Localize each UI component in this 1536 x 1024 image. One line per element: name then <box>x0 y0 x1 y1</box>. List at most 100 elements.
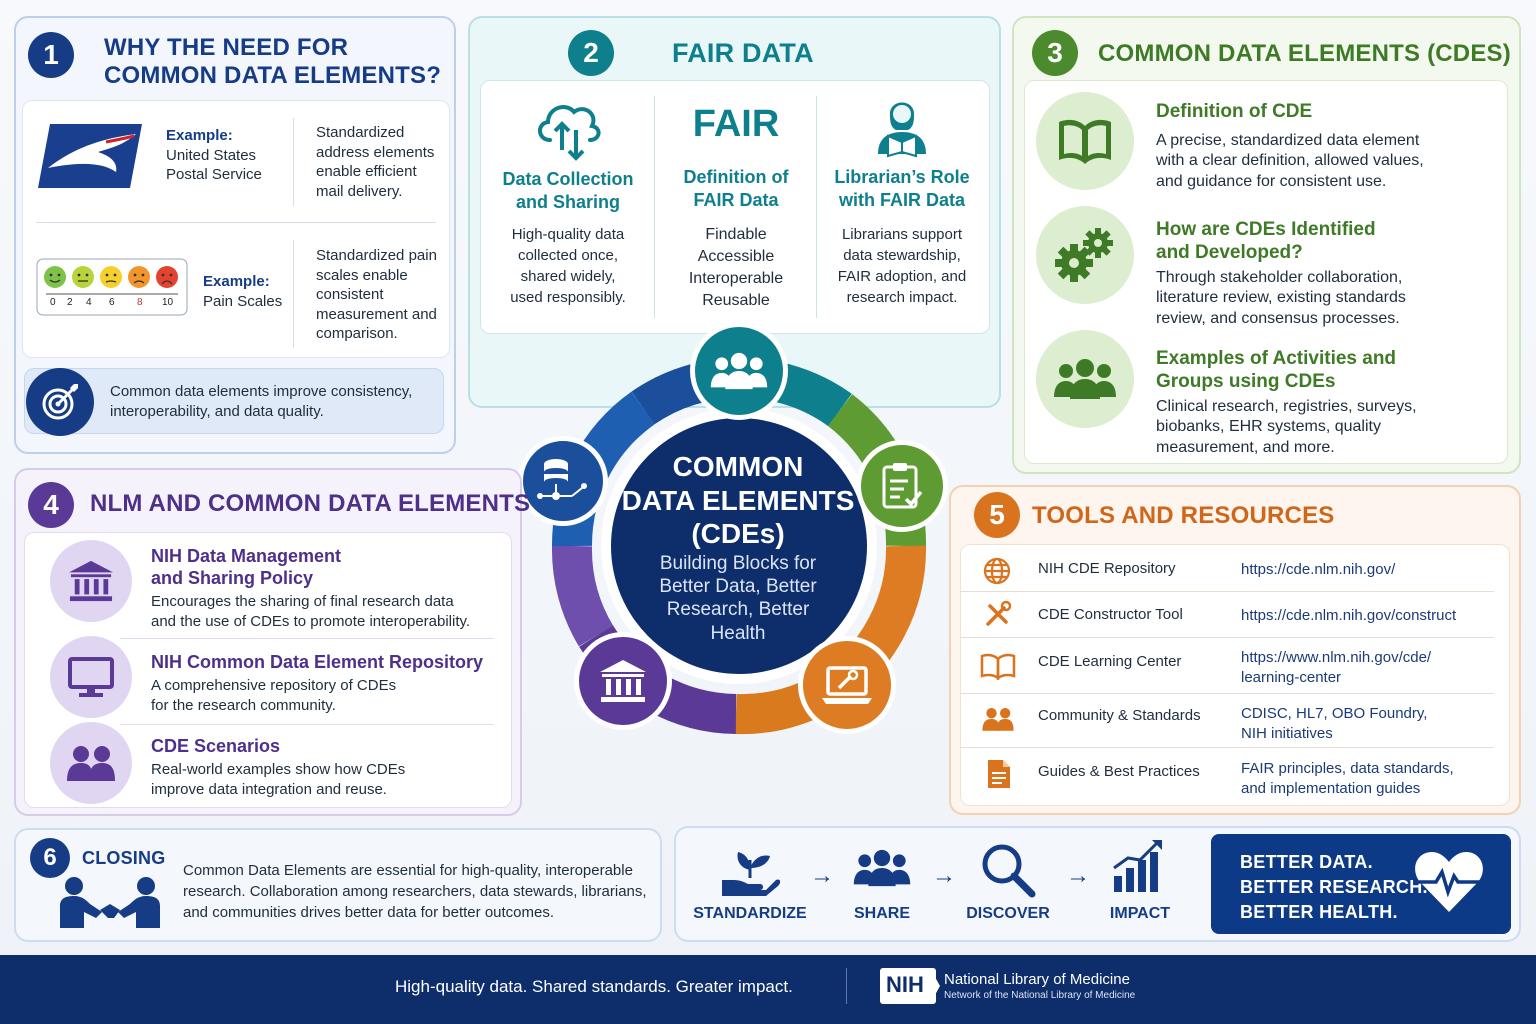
cde-item1-desc: A precise, standardized data element wit… <box>1156 132 1424 190</box>
flow-step-share: SHARE <box>853 905 910 922</box>
open-book-icon <box>980 652 1016 680</box>
divider <box>654 96 655 318</box>
flow-step-standardize: STANDARDIZE <box>693 905 807 922</box>
center-subtitle: Building Blocks for Better Data, Better … <box>659 553 817 644</box>
arrow-icon: → <box>810 862 834 889</box>
section-6-title: CLOSING <box>82 848 166 868</box>
divider <box>846 968 847 1004</box>
cde-item3-desc: Clinical research, registries, surveys, … <box>1156 398 1417 456</box>
fair-col1-title: Data Collection and Sharing <box>502 169 634 212</box>
divider <box>120 724 494 725</box>
banner-text: BETTER DATA. BETTER RESEARCH. BETTER HEA… <box>1240 852 1428 922</box>
footer-org-sub: Network of the National Library of Medic… <box>944 990 1136 1001</box>
globe-icon <box>982 556 1012 586</box>
tool-link[interactable]: https://www.nlm.nih.gov/cde/learning-cen… <box>1241 649 1432 686</box>
document-icon <box>986 758 1012 790</box>
cde-item2-title: How are CDEs Identified and Developed? <box>1156 219 1376 263</box>
clipboard-icon <box>856 440 948 532</box>
footer <box>0 955 1536 1024</box>
tool-description: FAIR principles, data standards,and impl… <box>1241 760 1454 797</box>
section-5-title: TOOLS AND RESOURCES <box>1032 502 1335 529</box>
arrow-icon: → <box>932 862 956 889</box>
tool-link[interactable]: https://cde.nlm.nih.gov/construct <box>1241 607 1457 624</box>
cde-item3-title: Examples of Activities and Groups using … <box>1156 348 1397 392</box>
building-icon <box>50 540 132 622</box>
fair-col2-title: Definition of FAIR Data <box>683 167 789 210</box>
section-3-badge: 3 <box>1032 30 1078 76</box>
pain-example: Example: Pain Scales <box>203 273 283 310</box>
fair-col3-title: Librarian’s Role with FAIR Data <box>834 167 970 210</box>
callout-text: Common data elements improve consistency… <box>110 383 413 420</box>
target-icon <box>26 368 94 436</box>
flow-step-impact: IMPACT <box>1109 905 1171 922</box>
people-icon <box>1036 330 1134 428</box>
section-1-title: WHY THE NEED FOR COMMON DATA ELEMENTS? <box>104 34 442 89</box>
usps-example: Example: United States Postal Service <box>166 127 262 183</box>
tool-row: Guides & Best Practices FAIR principles,… <box>960 748 1494 802</box>
cde-item2-desc: Through stakeholder collaboration, liter… <box>1156 269 1406 327</box>
cloud-sync-icon <box>532 90 604 162</box>
nih-logo-text: NIH <box>886 972 924 997</box>
tool-row: CDE Constructor Tool https://cde.nlm.nih… <box>960 592 1494 638</box>
fair-big-label: FAIR <box>692 103 780 145</box>
cde-item1-title: Definition of CDE <box>1156 101 1313 122</box>
usps-description: Standardized address elements enable eff… <box>316 124 435 200</box>
nlm-item3-title: CDE Scenarios <box>151 736 281 756</box>
section-closing <box>14 828 662 942</box>
laptop-wrench-icon <box>798 636 896 734</box>
tool-link[interactable]: https://cde.nlm.nih.gov/ <box>1241 561 1396 578</box>
section-4-badge: 4 <box>28 482 74 528</box>
nlm-item1-title: NIH Data Management and Sharing Policy <box>151 546 342 588</box>
flow-step-discover: DISCOVER <box>966 905 1050 922</box>
section-4-title: NLM AND COMMON DATA ELEMENTS <box>90 490 531 517</box>
monitor-icon <box>50 636 132 718</box>
tool-row: Community & Standards CDISC, HL7, OBO Fo… <box>960 694 1494 748</box>
footer-org: National Library of Medicine <box>944 971 1130 988</box>
heart-pulse-icon <box>1414 848 1484 914</box>
tool-row: NIH CDE Repository https://cde.nlm.nih.g… <box>960 546 1494 592</box>
people-icon <box>50 722 132 804</box>
people-icon <box>980 706 1016 732</box>
fair-col3-desc: Librarians support data stewardship, FAI… <box>837 226 967 306</box>
book-icon <box>1036 92 1134 190</box>
tool-description: CDISC, HL7, OBO Foundry,NIH initiatives <box>1241 705 1428 742</box>
center-title: COMMON DATA ELEMENTS (CDEs) <box>621 451 855 550</box>
tools-table <box>960 544 1510 806</box>
closing-text: Common Data Elements are essential for h… <box>183 862 647 921</box>
people-icon <box>690 322 788 420</box>
divider <box>120 638 494 639</box>
footer-tagline: High-quality data. Shared standards. Gre… <box>395 977 793 996</box>
nih-logo <box>880 968 936 1004</box>
nih-logo-arrow <box>930 968 940 1004</box>
pain-description: Standardized pain scales enable consiste… <box>316 247 437 342</box>
people-icon <box>852 848 912 888</box>
arrow-icon: → <box>1066 862 1090 889</box>
divider <box>293 118 294 206</box>
fair-principles: Findable Accessible Interoperable Reusab… <box>688 226 784 310</box>
nlm-item2-desc: A comprehensive repository of CDEs for t… <box>151 677 397 714</box>
librarian-icon <box>868 90 936 158</box>
tools-icon <box>982 600 1012 630</box>
handshake-icon <box>56 874 164 930</box>
nlm-item3-desc: Real-world examples show how CDEs improv… <box>151 761 406 798</box>
gears-icon <box>1036 206 1134 304</box>
plant-hand-icon <box>720 846 780 896</box>
magnifier-icon <box>980 842 1036 898</box>
nlm-item1-desc: Encourages the sharing of final research… <box>151 593 471 630</box>
database-icon <box>518 436 608 526</box>
consistency-callout <box>24 368 444 434</box>
fair-col1-desc: High-quality data collected once, shared… <box>510 226 626 306</box>
pain-scale-numbers: 0 2 4 6 8 10 <box>50 297 174 308</box>
bar-chart-icon <box>1110 838 1166 894</box>
divider <box>36 222 436 223</box>
section-1-badge: 1 <box>28 32 74 78</box>
section-2-badge: 2 <box>568 30 614 76</box>
tool-row: CDE Learning Center https://www.nlm.nih.… <box>960 638 1494 694</box>
building-icon <box>574 632 672 730</box>
section-2-title: FAIR DATA <box>672 38 814 68</box>
divider <box>816 96 817 318</box>
nlm-item2-title: NIH Common Data Element Repository <box>151 652 484 672</box>
divider <box>293 240 294 348</box>
section-3-title: COMMON DATA ELEMENTS (CDES) <box>1098 40 1511 67</box>
pain-faces <box>36 258 188 316</box>
